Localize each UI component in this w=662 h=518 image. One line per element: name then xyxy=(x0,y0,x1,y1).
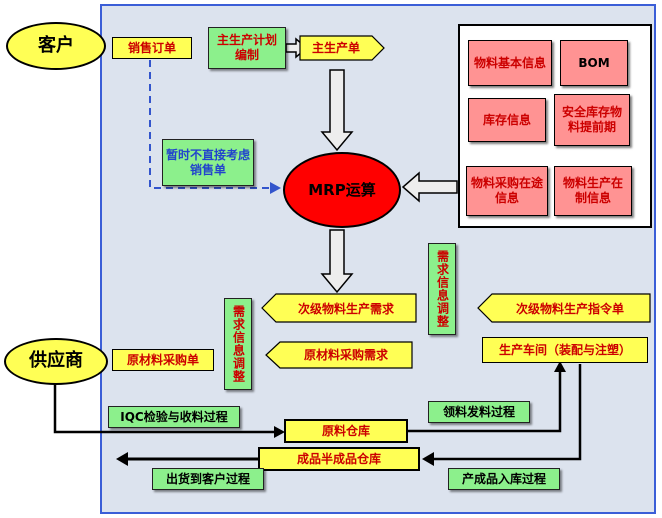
secondary-order-banner xyxy=(477,293,651,323)
secondary-order-banner-label: 次级物料生产指令单 xyxy=(515,301,624,316)
raw-purchase-order-box: 原材料采购单 xyxy=(112,349,214,371)
supplier-node: 供应商 xyxy=(4,338,108,385)
ship-process-box: 出货到客户过程 xyxy=(152,468,264,490)
mrp-to-demand-block-arrow xyxy=(320,229,354,294)
secondary-demand-banner-label: 次级物料生产需求 xyxy=(297,301,394,316)
sales-to-mrp-arrowhead xyxy=(270,182,281,194)
mrp-node: MRP运算 xyxy=(283,152,401,228)
master-order-banner-label: 主生产单 xyxy=(311,40,360,55)
demand-adjust-left-box: 需求信息调整 xyxy=(224,298,252,390)
master-plan-box: 主生产计划编制 xyxy=(208,27,286,69)
raw-demand-banner xyxy=(265,341,413,369)
customer-node: 客户 xyxy=(6,22,106,70)
raw-warehouse-box: 原料仓库 xyxy=(284,419,408,443)
production-wip-box: 物料生产在制信息 xyxy=(554,166,632,216)
skip-sales-note: 暂时不直接考虑销售单 xyxy=(162,139,254,186)
secondary-demand-banner xyxy=(261,293,417,323)
inputs-to-mrp-block-arrow xyxy=(401,171,458,203)
order-to-mrp-block-arrow xyxy=(320,69,354,152)
workshop-to-finished-arrowhead xyxy=(422,452,434,466)
inventory-info-box: 库存信息 xyxy=(468,98,546,142)
issue-process-box: 领料发料过程 xyxy=(428,401,530,423)
iqc-process-box: IQC检验与收料过程 xyxy=(108,406,240,428)
sales-order-box: 销售订单 xyxy=(112,37,192,59)
workshop-to-finished-line xyxy=(434,364,582,461)
supplier-to-warehouse-arrowhead xyxy=(274,426,285,438)
purchase-intransit-box: 物料采购在途信息 xyxy=(466,166,548,216)
safety-stock-leadtime-box: 安全库存物料提前期 xyxy=(554,94,630,146)
demand-adjust-right-box: 需求信息调整 xyxy=(428,243,456,335)
master-order-banner xyxy=(299,35,385,61)
rawstore-to-workshop-arrowhead xyxy=(554,361,566,372)
material-basic-info-box: 物料基本信息 xyxy=(468,40,552,86)
workshop-box: 生产车间（装配与注塑） xyxy=(482,337,648,363)
inbound-process-box: 产成品入库过程 xyxy=(448,468,560,490)
ship-to-customer-arrowhead xyxy=(116,452,128,466)
bom-box: BOM xyxy=(560,40,628,86)
supplier-to-warehouse-line xyxy=(53,383,274,434)
raw-demand-banner-label: 原材料采购需求 xyxy=(303,347,388,362)
finished-warehouse-box: 成品半成品仓库 xyxy=(258,447,420,471)
sales-to-mrp-dashed-line xyxy=(149,60,270,189)
rawstore-to-workshop-line xyxy=(408,372,562,433)
